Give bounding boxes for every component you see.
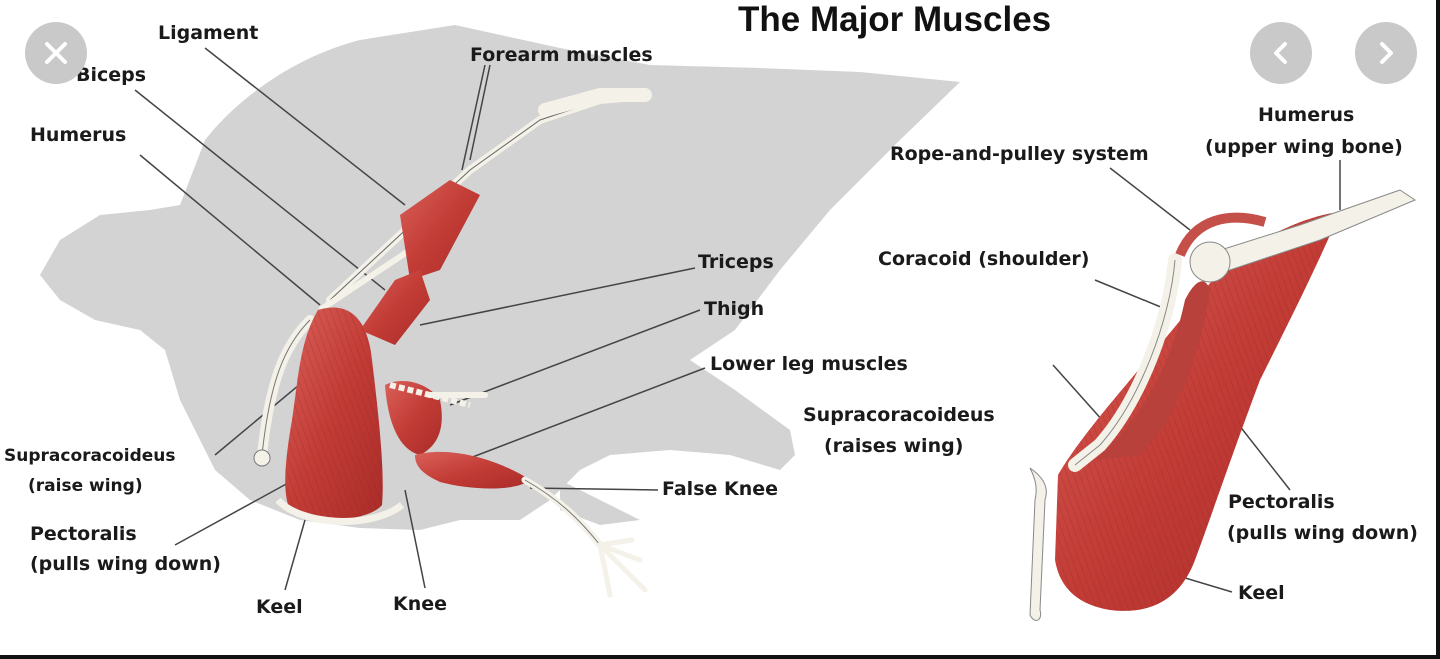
label-lower-leg-muscles: Lower leg muscles [710,353,908,375]
label-right-humerus: Humerus [1258,104,1355,126]
lower-leg-muscle [415,451,530,489]
label-right-supracoracoideus: Supracoracoideus [803,404,995,426]
label-pectoralis-note: (pulls wing down) [30,553,221,575]
shoulder-anatomy [1029,189,1417,621]
close-button[interactable] [25,22,87,84]
label-rope-pulley: Rope-and-pulley system [890,143,1149,165]
chevron-right-icon [1380,42,1393,64]
frame-border-right [1436,0,1440,659]
page-title: The Major Muscles [738,0,1052,39]
label-forearm-muscles: Forearm muscles [470,44,653,66]
label-biceps: Biceps [76,64,147,86]
label-supracoracoideus: Supracoracoideus [4,446,176,466]
label-thigh: Thigh [704,298,765,320]
forearm-muscle [400,180,480,280]
close-icon [45,42,67,64]
label-right-keel: Keel [1238,582,1285,604]
chevron-left-icon [1274,42,1287,64]
label-false-knee: False Knee [662,478,779,500]
label-right-pectoralis-note: (pulls wing down) [1227,522,1418,544]
label-triceps: Triceps [698,251,774,273]
bird-silhouette [40,25,960,530]
label-right-pectoralis: Pectoralis [1228,491,1335,513]
label-pectoralis: Pectoralis [30,523,137,545]
label-right-humerus-note: (upper wing bone) [1205,136,1403,158]
label-knee: Knee [393,593,448,615]
bird-anatomy [253,88,652,598]
biceps-muscle [360,270,430,345]
label-right-supracoracoideus-note: (raises wing) [824,435,964,457]
label-supracoracoideus-note: (raise wing) [28,476,143,496]
next-button[interactable] [1355,22,1417,84]
label-ligament: Ligament [158,22,259,44]
right-supracoracoideus-muscle [1095,281,1210,460]
wing-tip-bone [538,88,652,117]
previous-button[interactable] [1250,22,1312,84]
frame-border-bottom [0,655,1440,659]
label-keel: Keel [256,596,303,618]
label-coracoid: Coracoid (shoulder) [878,248,1090,270]
label-humerus: Humerus [30,124,127,146]
thigh-muscle [385,380,442,455]
